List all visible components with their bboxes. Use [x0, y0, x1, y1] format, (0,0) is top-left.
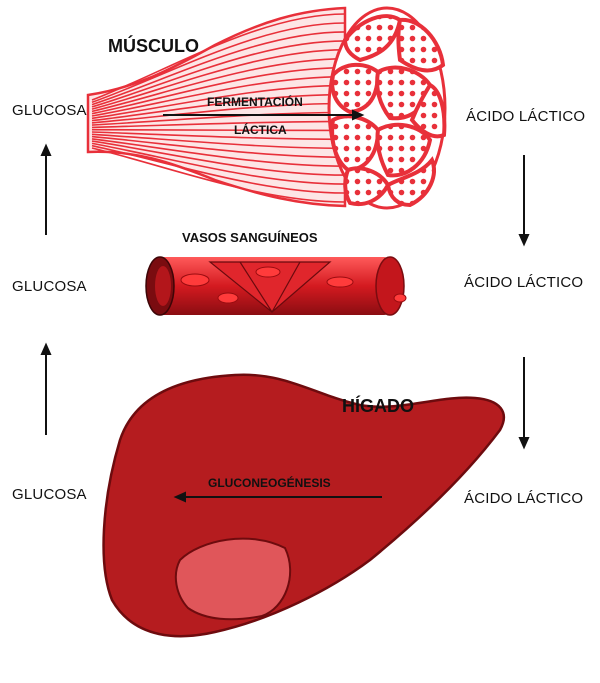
muscle-fiber-line: [91, 40, 346, 108]
muscle-fiber-line: [91, 13, 346, 101]
vessel-end-right: [375, 256, 405, 316]
vessels-title: VASOS SANGUÍNEOS: [182, 230, 318, 245]
blood-cell: [180, 273, 210, 287]
blood-cell: [217, 292, 239, 304]
liver-title: HÍGADO: [342, 396, 414, 416]
fermentation-label-line2: LÁCTICA: [234, 123, 287, 137]
vessel-cutaway: [208, 261, 332, 314]
muscle-fiber-line: [91, 128, 346, 132]
muscle-fiber-line: [91, 66, 346, 115]
blood-cell: [255, 266, 281, 278]
muscle-fiber-line: [91, 84, 346, 120]
fermentation-label-line1: FERMENTACIÓN: [207, 95, 303, 109]
muscle-fiber-line: [91, 22, 346, 104]
muscle-fascicles: [330, 14, 447, 208]
muscle-fiber-line: [91, 142, 346, 185]
gluconeogenesis-label: GLUCONEOGÉNESIS: [208, 476, 331, 490]
muscle-fiber-line: [91, 75, 346, 117]
muscle-fiber-line: [91, 93, 346, 122]
liver-illustration: [102, 373, 506, 638]
muscle-title: MÚSCULO: [108, 36, 199, 56]
glucose-label-top: GLUCOSA: [12, 102, 87, 119]
gallbladder: [174, 537, 292, 621]
muscle-fiber-line: [91, 102, 346, 124]
muscle-fiber-line: [91, 133, 346, 150]
muscle-fiber-line: [91, 131, 346, 141]
muscle-fiber-line: [91, 138, 346, 167]
muscle-fiber-line: [91, 49, 346, 110]
blood-vessel-illustration: [145, 256, 407, 316]
muscle-fiber-line: [91, 140, 346, 176]
muscle-fiber-line: [91, 120, 346, 129]
arrows: [40, 109, 530, 503]
muscle-illustration: [86, 6, 447, 210]
muscle-fibers: [91, 13, 346, 203]
glucose-label-bottom: GLUCOSA: [12, 486, 87, 503]
blood-cell: [393, 293, 407, 303]
lactic-acid-label-bottom: ÁCIDO LÁCTICO: [464, 490, 584, 507]
muscle-fiber-line: [91, 58, 346, 113]
lactic-acid-label-top: ÁCIDO LÁCTICO: [466, 108, 586, 125]
blood-cell: [326, 276, 354, 288]
muscle-fiber-line: [91, 147, 346, 203]
muscle-fiber-line: [91, 111, 346, 126]
glucose-label-middle: GLUCOSA: [12, 278, 87, 295]
lactic-acid-label-middle: ÁCIDO LÁCTICO: [464, 274, 584, 291]
muscle-fiber-line: [91, 31, 346, 106]
liver-body: [102, 373, 506, 638]
muscle-fiber-line: [91, 144, 346, 194]
muscle-fiber-line: [91, 135, 346, 158]
